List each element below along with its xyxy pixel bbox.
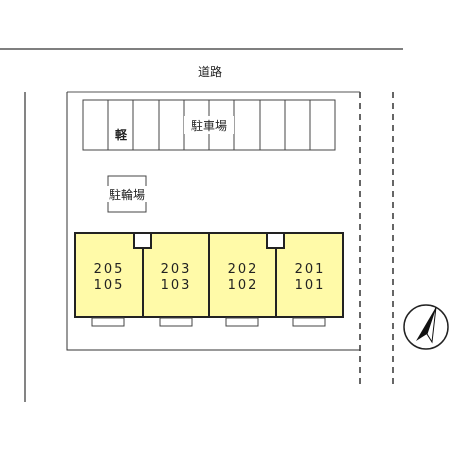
bicycle-parking: 駐輪場	[104, 175, 150, 213]
north-arrow-icon	[403, 304, 449, 350]
unit-block-3	[208, 232, 277, 318]
building: 205 105 203 103 202 102 201 101	[74, 232, 344, 327]
entrance-step	[91, 317, 125, 327]
parking-label-backdrop	[184, 116, 234, 134]
entrance-step	[292, 317, 326, 327]
unit-number-upper: 205	[94, 262, 125, 277]
entrance-step	[159, 317, 193, 327]
stair-notch-left	[133, 232, 152, 249]
entrance-step	[225, 317, 259, 327]
unit-number-lower: 102	[228, 278, 259, 293]
stair-notch-right	[266, 232, 285, 249]
bicycle-parking-label: 駐輪場	[109, 187, 145, 202]
lot-outline	[66, 92, 360, 351]
parking-area: 駐車場 軽	[82, 99, 336, 151]
unit-block-4	[275, 232, 344, 318]
parking-label: 駐車場	[191, 118, 227, 133]
kei-car-label: 軽	[115, 127, 128, 142]
unit-number-lower: 101	[295, 278, 326, 293]
bicycle-label-backdrop	[104, 186, 150, 202]
unit-number-upper: 201	[295, 262, 326, 277]
road-label: 道路	[198, 64, 222, 79]
unit-number-upper: 202	[228, 262, 259, 277]
unit-number-lower: 103	[161, 278, 192, 293]
unit-number-upper: 203	[161, 262, 192, 277]
unit-number-lower: 105	[94, 278, 125, 293]
